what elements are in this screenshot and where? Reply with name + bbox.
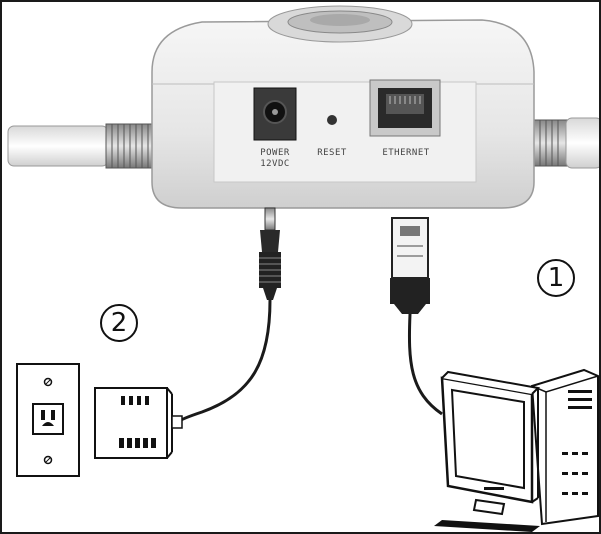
power-port — [253, 87, 297, 141]
power-cable — [176, 299, 272, 424]
ethernet-plug — [390, 217, 430, 314]
ethernet-cable — [407, 313, 443, 416]
power-label-line2: 12VDC — [260, 159, 290, 169]
reset-label: RESET — [317, 148, 347, 158]
power-label-line1: POWER — [260, 148, 290, 158]
left-antenna — [7, 123, 155, 169]
power-label: POWER 12VDC — [250, 148, 300, 170]
step-two-marker: 2 — [100, 304, 138, 342]
ethernet-port — [369, 79, 441, 137]
ethernet-label: ETHERNET — [382, 148, 430, 158]
access-point-device — [151, 5, 535, 209]
reset-button — [327, 115, 337, 125]
step-one-marker: 1 — [537, 259, 575, 297]
wall-outlet — [16, 363, 80, 477]
computer — [434, 368, 599, 532]
power-adapter — [94, 387, 183, 459]
power-plug — [259, 207, 281, 300]
